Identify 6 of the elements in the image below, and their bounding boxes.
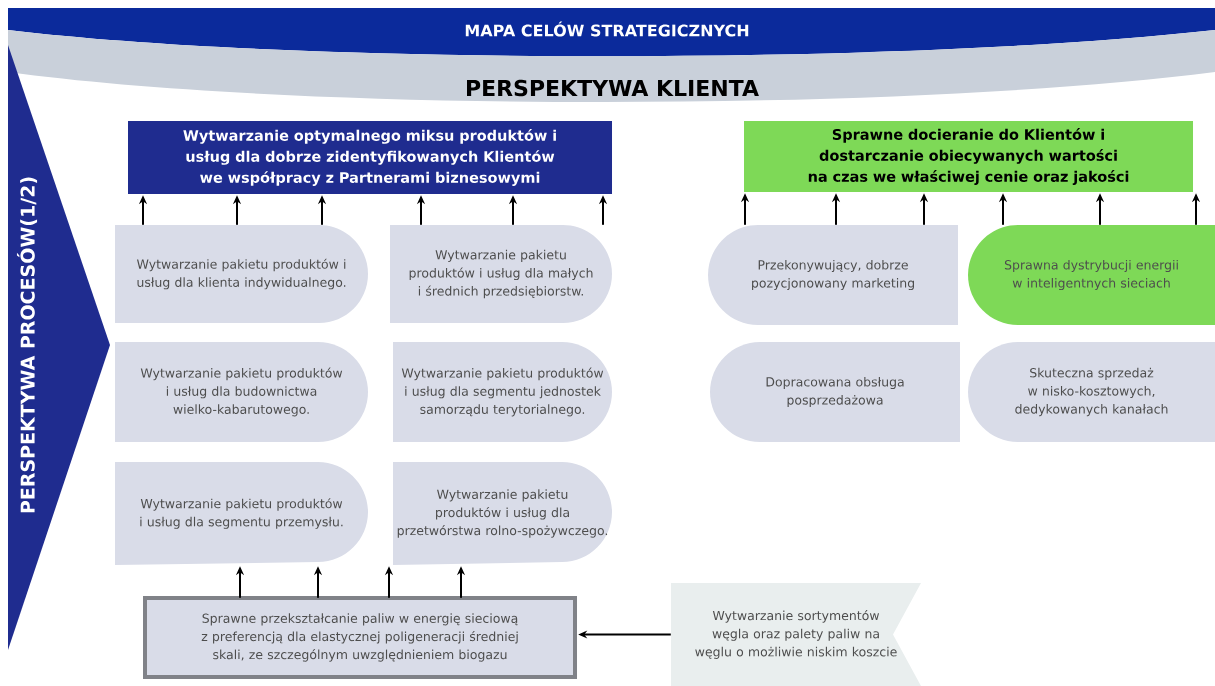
process-flag: Wytwarzanie sortymentów węgla oraz palety paliw na węglu o możliwie niskim koszcie [671,583,921,686]
process-box: Sprawne przekształcanie paliw w energię sieciową z preferencją dla elastycznej poligeneracji średniej skali, ze szczególnym uwzględnieniem biogazu [143,596,577,679]
side-banner: PERSPEKTYWA PROCESÓW(1/2) [8,45,110,650]
goal-box: Wytwarzanie optymalnego miksu produktów i usług dla dobrze zidentyfikowanych Klientów we współpracy z Partnerami biznesowymi [128,121,612,194]
goal-box: Sprawne docieranie do Klientów i dostarczanie obiecywanych wartości na czas we właściwej cenie oraz jakości [744,121,1193,192]
title-banner: MAPA CELÓW STRATEGICZNYCH [8,8,1215,57]
